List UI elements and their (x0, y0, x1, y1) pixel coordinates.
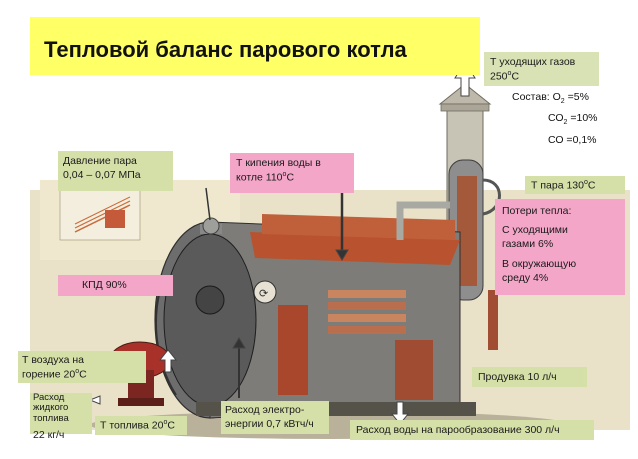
exhaust-gas-temp-label: Т уходящих газов (490, 56, 576, 68)
electricity-line1: Расход электро- (225, 404, 305, 416)
o2-row: Состав: О2 =5% (512, 90, 589, 107)
liquid-fuel-line2: топлива (33, 412, 69, 424)
degree-sign: o (75, 368, 80, 376)
air-temp-line1: Т воздуха на (22, 354, 85, 366)
degree-sign: o (163, 419, 168, 426)
boiling-temp-box: Т кипения воды в котле 110oС (230, 153, 354, 193)
exhaust-loss-line2: газами 6% (502, 238, 554, 251)
exhaust-gas-temp-box: Т уходящих газов 250oС (484, 52, 599, 86)
boiling-temp-unit: С (286, 171, 295, 184)
water-consumption-box: Расход воды на парообразование 300 л/ч (350, 420, 594, 440)
o2-name: О (552, 91, 561, 103)
purge-box: Продувка 10 л/ч (472, 367, 587, 387)
liquid-fuel-line1: Расход жидкого (33, 392, 69, 414)
o2-subscript: 2 (560, 98, 565, 106)
steam-separator (448, 159, 501, 350)
boiler-shell: ⟳ (154, 214, 461, 419)
boiling-temp-line1: Т кипения воды в (236, 157, 321, 169)
co-row: СО =0,1% (548, 134, 597, 146)
steam-temp-box: Т пара 130oС (525, 176, 625, 194)
top-pipes (200, 201, 450, 240)
steam-pressure-label: Давление пара (63, 155, 137, 167)
environment-loss-line2: среду 4% (502, 271, 549, 284)
air-temp-line2: горение 20 (22, 368, 76, 381)
fuel-temp-value: Т топлива 20 (100, 419, 164, 432)
co2-subscript: 2 (563, 119, 568, 127)
co2-row: СО2 =10% (548, 111, 598, 128)
electricity-line2: энергии 0,7 кВтч/ч (225, 418, 314, 431)
fire-tubes (328, 290, 406, 334)
heat-losses-title: Потери тепла: (502, 205, 572, 217)
steam-pressure-value: 0,04 – 0,07 МПа (63, 169, 141, 182)
svg-text:⟳: ⟳ (259, 287, 268, 300)
electricity-box: Расход электро- энергии 0,7 кВтч/ч (221, 401, 329, 434)
fuel-temp-box: Т топлива 20oС (95, 416, 187, 435)
boiling-temp-line2: котле 110 (236, 171, 283, 184)
air-temp-box: Т воздуха на горение 20oС (18, 351, 146, 383)
environment-loss-line1: В окружающую (502, 257, 577, 270)
gas-composition: Состав: О2 =5% СО2 =10% СО =0,1% (486, 90, 610, 156)
exhaust-loss-line1: С уходящими (502, 224, 568, 237)
exhaust-gas-temp-value: 250 (490, 70, 508, 83)
air-temp-unit: С (79, 368, 87, 381)
co2-name: СО (548, 112, 564, 124)
degree-sign: o (583, 179, 588, 186)
steam-pressure-box: Давление пара 0,04 – 0,07 МПа (58, 151, 173, 191)
composition-label: Состав: (512, 91, 550, 103)
steam-temp-value: Т пара 130 (531, 179, 584, 192)
efficiency-box: КПД 90% (58, 275, 173, 296)
steam-temp-unit: С (587, 179, 596, 192)
degree-sign: o (507, 70, 512, 78)
exhaust-gas-temp-unit: С (511, 70, 520, 83)
heat-losses-box: Потери тепла: С уходящими газами 6% В ок… (495, 199, 625, 295)
inset-drawing (59, 189, 141, 241)
o2-value: =5% (564, 91, 589, 103)
liquid-fuel-value: 22 кг/ч (33, 429, 65, 442)
degree-sign: o (282, 171, 287, 179)
fuel-temp-unit: С (167, 419, 175, 432)
page-title: Тепловой баланс парового котла (30, 17, 480, 75)
co2-value: =10% (567, 112, 598, 124)
liquid-fuel-box: Расход жидкого топлива 22 кг/ч (30, 392, 92, 441)
